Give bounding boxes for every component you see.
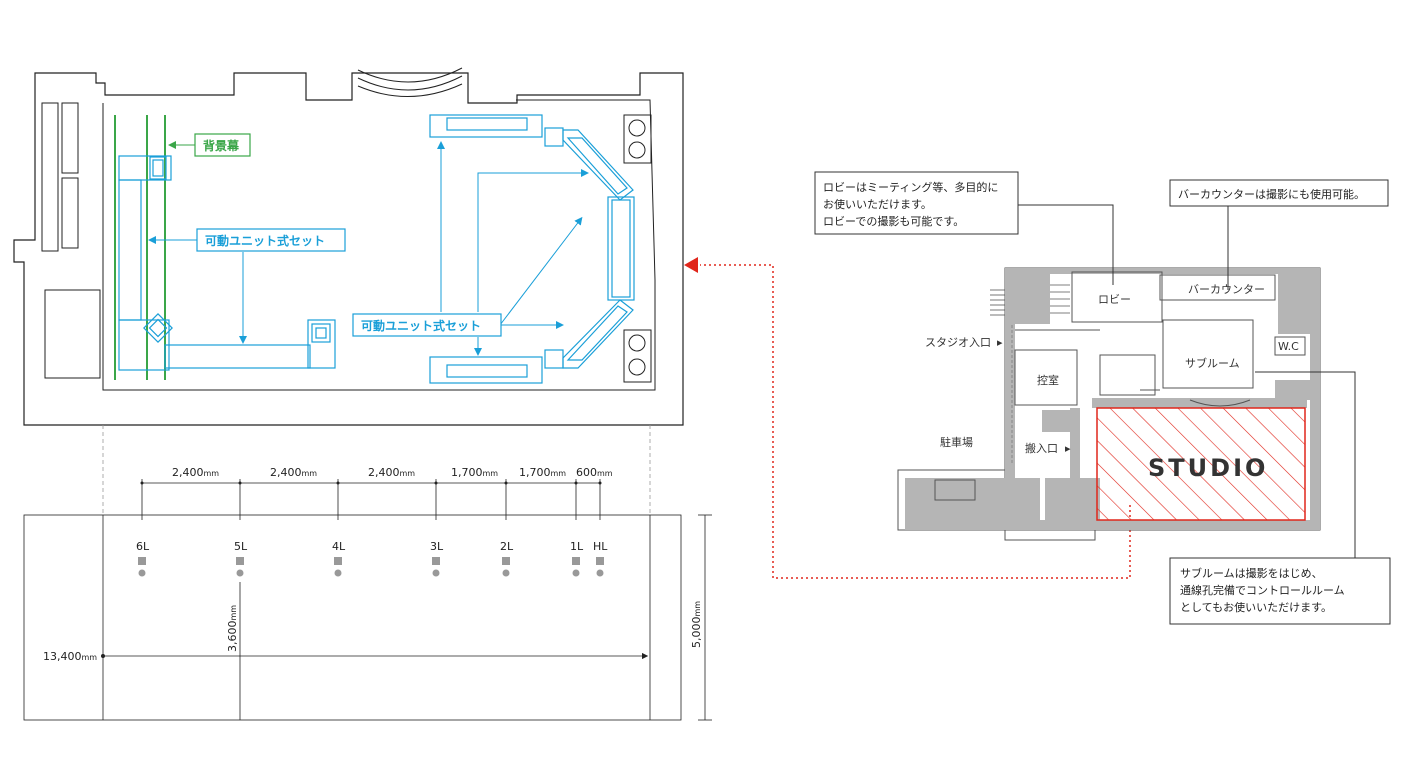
- floor-plan: STUDIO ロビー バーカウンター サブルーム W.C 控室 搬入口 ▸ スタ…: [897, 267, 1321, 541]
- wc-label: W.C: [1278, 340, 1299, 353]
- span-3l-2l: 1,700mm: [451, 466, 498, 479]
- arrow-icon: ▸: [1065, 442, 1071, 455]
- sub-note-line: サブルームは撮影をはじめ、: [1180, 566, 1323, 580]
- light-label: 3L: [430, 540, 444, 553]
- backdrop-label: 背景幕: [203, 138, 240, 153]
- studio-link-connector: [684, 257, 1131, 579]
- height-dimension: 5,000mm: [690, 601, 703, 648]
- studio-plan: 背景幕 可動ユニット式セット 可動ユニット式セット: [13, 67, 684, 426]
- studio-entrance-label: スタジオ入口: [925, 336, 991, 349]
- light-label: 5L: [234, 540, 248, 553]
- depth-dimension: 3,600mm: [226, 605, 239, 652]
- light-label: 6L: [136, 540, 150, 553]
- bar-note-line: バーカウンターは撮影にも使用可能。: [1178, 187, 1365, 201]
- bar-counter-label: バーカウンター: [1188, 283, 1265, 296]
- lobby-note-line: ロビーでの撮影も可能です。: [823, 214, 964, 228]
- callout-lines: [1018, 204, 1356, 560]
- span-4l-3l: 2,400mm: [368, 466, 415, 479]
- lobby-note: ロビーはミーティング等、多目的に お使いいただけます。 ロビーでの撮影も可能です…: [814, 171, 1019, 235]
- light-label: 1L: [570, 540, 584, 553]
- light-label: 2L: [500, 540, 514, 553]
- span-5l-4l: 2,400mm: [270, 466, 317, 479]
- sub-room-label: サブルーム: [1185, 356, 1240, 370]
- lobby-note-line: ロビーはミーティング等、多目的に: [823, 180, 998, 194]
- light-label: 4L: [332, 540, 346, 553]
- sub-note-line: としてもお使いいただけます。: [1180, 601, 1332, 614]
- sub-note-line: 通線孔完備でコントロールルーム: [1180, 583, 1345, 597]
- movable-set-label-2: 可動ユニット式セット: [361, 318, 481, 333]
- light-row: 6L 5L 4L 3L 2L 1L HL: [136, 540, 608, 577]
- waiting-room-label: 控室: [1037, 373, 1059, 387]
- span-6l-5l: 2,400mm: [172, 466, 219, 479]
- studio-room-label: STUDIO: [1148, 454, 1268, 482]
- elevation-diagram: 2,400mm 2,400mm 2,400mm 1,700mm 1,700mm …: [23, 425, 712, 721]
- span-2l-1l: 1,700mm: [519, 466, 566, 479]
- bar-note: バーカウンターは撮影にも使用可能。: [1169, 179, 1389, 207]
- width-dimension: 13,400mm: [43, 650, 97, 663]
- span-1l-hl: 600mm: [576, 466, 613, 479]
- sub-room-note: サブルームは撮影をはじめ、 通線孔完備でコントロールルーム としてもお使いいただ…: [1169, 557, 1391, 625]
- parking-label: 駐車場: [940, 435, 973, 449]
- lobby-note-line: お使いいただけます。: [823, 198, 932, 211]
- arrow-icon: ▸: [997, 336, 1003, 349]
- light-label: HL: [593, 540, 608, 553]
- movable-set-label-1: 可動ユニット式セット: [205, 233, 325, 248]
- loading-entrance-label: 搬入口: [1025, 441, 1058, 455]
- lobby-room-label: ロビー: [1098, 293, 1131, 306]
